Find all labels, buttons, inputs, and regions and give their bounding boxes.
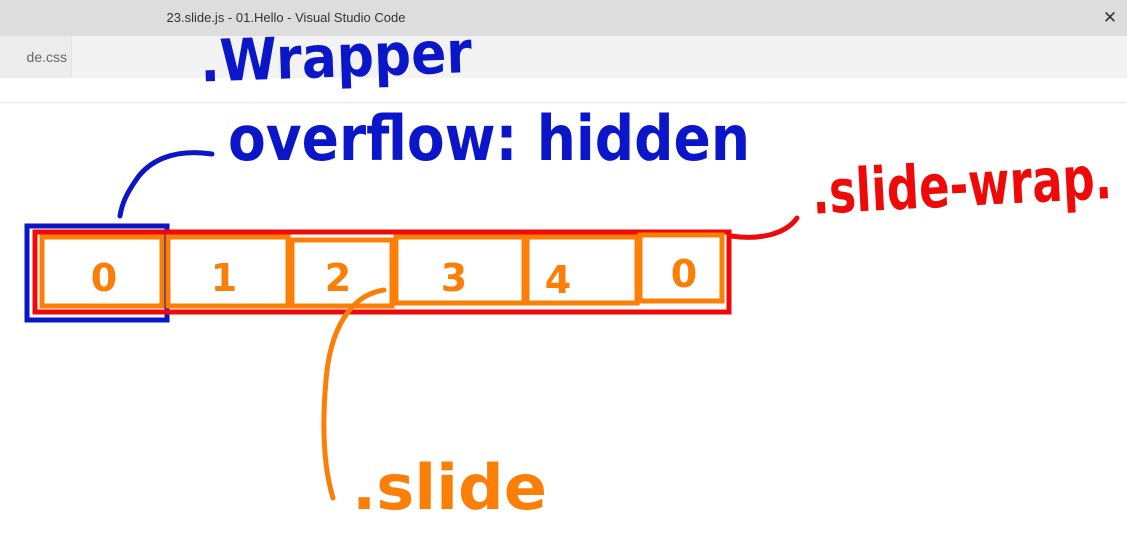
slide-box bbox=[637, 232, 725, 304]
slide-wrap-annotation: .slide-wrap. bbox=[32, 143, 1113, 315]
slides: 0 1 2 3 4 0 .slide bbox=[39, 232, 725, 524]
close-icon[interactable]: ✕ bbox=[1102, 8, 1118, 27]
slide-number: 0 bbox=[91, 256, 117, 300]
slide-wrap-box bbox=[32, 229, 732, 315]
slide-pointer-line bbox=[321, 287, 387, 501]
slide-number: 4 bbox=[545, 258, 571, 302]
window-title: 23.slide.js - 01.Hello - Visual Studio C… bbox=[166, 10, 406, 25]
slide-wrap-pointer-line bbox=[728, 215, 800, 240]
tab-label: de.css bbox=[26, 49, 67, 65]
slide-wrap-label: .slide-wrap. bbox=[810, 143, 1113, 229]
tab-slide-css[interactable]: de.css bbox=[0, 36, 72, 78]
wrapper-box bbox=[24, 223, 170, 323]
slide-box bbox=[393, 234, 527, 306]
slide-number: 1 bbox=[211, 256, 237, 300]
slide-box bbox=[524, 234, 640, 306]
slide-label: .slide bbox=[352, 451, 547, 524]
overflow-label: overflow: hidden bbox=[228, 102, 750, 175]
slide-box bbox=[39, 234, 165, 309]
slide-box bbox=[289, 237, 395, 309]
slide-number: 0 bbox=[671, 252, 697, 296]
title-bar: 23.slide.js - 01.Hello - Visual Studio C… bbox=[0, 0, 1127, 36]
slide-box bbox=[165, 234, 291, 309]
slide-number: 3 bbox=[441, 256, 467, 300]
editor-area bbox=[0, 78, 1127, 104]
slide-number: 2 bbox=[325, 256, 351, 300]
editor-tab-bar: de.css bbox=[0, 36, 1127, 78]
wrapper-pointer-line bbox=[117, 150, 215, 219]
